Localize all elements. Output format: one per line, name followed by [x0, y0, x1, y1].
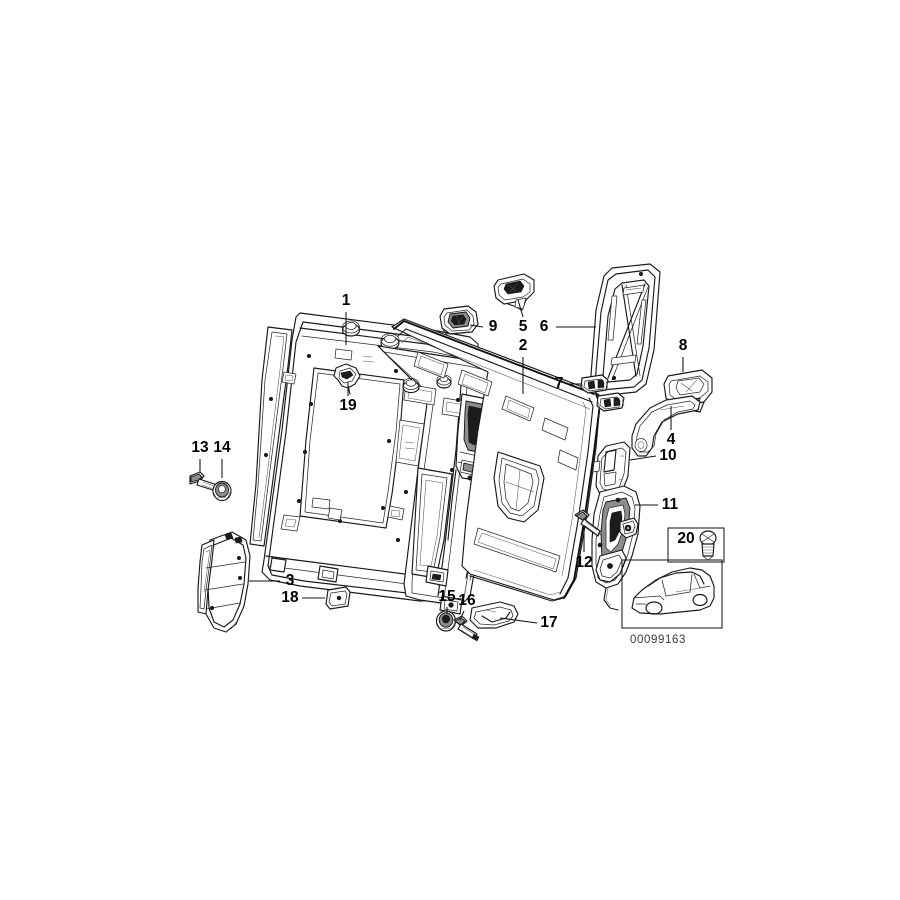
- part-rear-panel: [391, 318, 601, 602]
- part-side-trim-panel: [197, 531, 251, 633]
- callout-10: 10: [659, 447, 676, 464]
- part-passthrough-frame: [589, 263, 661, 397]
- car-silhouette-icon: [631, 567, 715, 615]
- diagram-id-number: 00099163: [630, 634, 686, 646]
- callout-15: 15: [438, 588, 456, 605]
- callout-18: 18: [281, 589, 299, 606]
- inner-boss: [402, 378, 420, 394]
- callout-2: 2: [519, 337, 528, 354]
- frame-boss-right: [380, 333, 400, 350]
- callout-13: 13: [191, 439, 209, 456]
- callout-numbers: 1 2 3 4 5 6 7 8 9 10 11 12 13 14 15 16 1…: [191, 292, 694, 631]
- callout-1: 1: [342, 292, 351, 309]
- callout-19: 19: [339, 397, 357, 414]
- part-backrest-lock: [591, 485, 641, 611]
- part-retaining-clip-1: [580, 374, 609, 394]
- callout-16: 16: [458, 592, 476, 609]
- callout-14: 14: [213, 439, 231, 456]
- part-release-lever: [631, 395, 701, 457]
- part-screw-16: [453, 615, 480, 642]
- callout-12: 12: [575, 554, 592, 571]
- callout-8: 8: [679, 337, 688, 354]
- callout-6: 6: [540, 318, 549, 335]
- legend-vehicle-box: [621, 559, 723, 629]
- callout-5: 5: [519, 318, 528, 335]
- callout-7: 7: [555, 375, 564, 392]
- callout-3: 3: [286, 572, 295, 589]
- part-lock-cover: [439, 305, 479, 335]
- frame-boss-left: [341, 320, 361, 337]
- part-bushing: [212, 480, 232, 502]
- callout-9: 9: [489, 318, 498, 335]
- part-retaining-clip-2: [596, 392, 625, 412]
- part-cap-18: [325, 586, 351, 610]
- screw-icon: [699, 530, 717, 561]
- callout-11: 11: [662, 496, 679, 513]
- callout-17: 17: [540, 614, 557, 631]
- callout-4: 4: [667, 431, 676, 448]
- part-cover-cap: [493, 273, 535, 311]
- callout-leaders: [199, 299, 684, 624]
- inner-boss-2: [436, 374, 452, 389]
- part-cover-17: [469, 601, 519, 629]
- legend-screw-box: [667, 527, 725, 563]
- callout-20: 20: [677, 530, 694, 547]
- part-grommet: [435, 610, 457, 632]
- part-screw-12: [574, 509, 602, 537]
